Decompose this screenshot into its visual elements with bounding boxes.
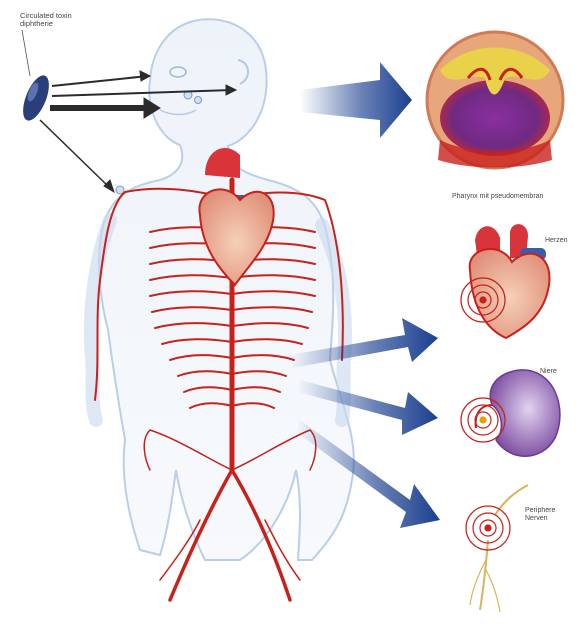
heart-illustration (461, 224, 549, 338)
bacterium-icon (18, 72, 55, 124)
heart-label: Herzen (545, 237, 568, 245)
toxin-label: Circulated toxin diphtherie (20, 12, 80, 28)
pharynx-illustration (427, 32, 563, 168)
arrow-icon (300, 62, 412, 138)
toxin-leader-line (22, 30, 30, 76)
pharynx-label: Pharynx mit pseudomembran (452, 193, 543, 201)
kidney-label: Niere (540, 368, 557, 376)
target-rings-icon (461, 278, 505, 322)
target-rings-icon (466, 506, 510, 550)
nerve-illustration (466, 485, 528, 612)
target-rings-icon (461, 398, 505, 442)
nerves-label: Periphere Nerven (525, 507, 575, 523)
kidney-illustration (461, 370, 560, 456)
